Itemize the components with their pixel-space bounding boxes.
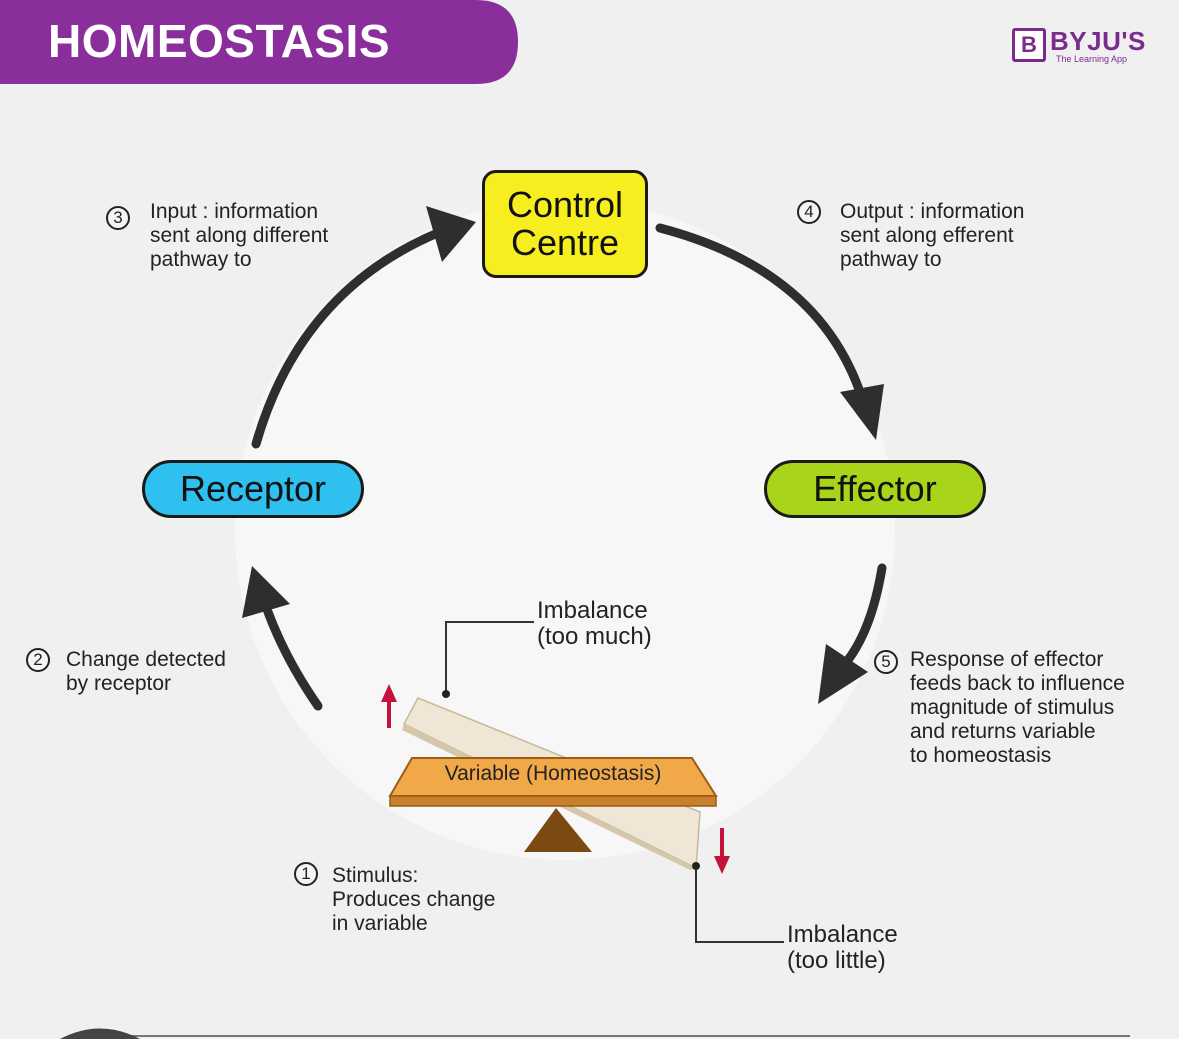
step-5-number: 5 xyxy=(874,650,898,674)
step-4-note: Output : information sent along efferent… xyxy=(840,200,1024,272)
footer-circle-shape xyxy=(60,1028,140,1039)
step-1-number: 1 xyxy=(294,862,318,886)
step-3-number: 3 xyxy=(106,206,130,230)
arrow-output-head xyxy=(840,384,884,440)
step-5-line: and returns variable xyxy=(910,720,1096,743)
step-1-note: Stimulus: Produces change in variable xyxy=(332,864,495,936)
title-banner xyxy=(0,0,518,84)
step-1-line: Produces change xyxy=(332,888,496,911)
receptor-node: Receptor xyxy=(142,460,364,518)
control-centre-label: Control Centre xyxy=(506,184,624,263)
up-arrow-head xyxy=(381,684,397,702)
effector-label: Effector xyxy=(813,468,937,509)
arrow-detect-head xyxy=(242,566,290,618)
page-title: HOMEOSTASIS xyxy=(48,15,391,67)
variable-label: Variable (Homeostasis) xyxy=(444,762,662,785)
step-2-line: Change detected xyxy=(66,648,226,671)
logo-name: BYJU'S xyxy=(1050,26,1146,56)
imbalance-too-much-line: (too much) xyxy=(537,623,652,650)
imbalance-too-little: Imbalance (too little) xyxy=(787,922,898,974)
step-4-line: pathway to xyxy=(840,248,942,271)
step-5-note: Response of effector feeds back to influ… xyxy=(910,648,1125,768)
down-arrow-head xyxy=(714,856,730,874)
background-disc xyxy=(235,200,895,860)
imbalance-too-little-line: Imbalance xyxy=(787,921,898,948)
arrow-response-head xyxy=(818,644,868,704)
step-2-line: by receptor xyxy=(66,672,172,695)
arrow-response xyxy=(843,563,887,665)
step-2-number: 2 xyxy=(26,648,50,672)
step-5-line: magnitude of stimulus xyxy=(910,696,1115,719)
step-2-note: Change detected by receptor xyxy=(66,648,226,696)
step-1-line: Stimulus: xyxy=(332,864,419,887)
step-3-line: sent along different xyxy=(150,224,329,247)
step-4-number: 4 xyxy=(797,200,821,224)
byjus-logo: B BYJU'S The Learning App xyxy=(1012,22,1162,72)
logo-tagline: The Learning App xyxy=(1056,54,1128,64)
control-centre-node: Control Centre xyxy=(482,170,648,278)
arrow-input xyxy=(251,227,445,449)
logo-mark-icon: B xyxy=(1012,28,1046,62)
arrow-output xyxy=(655,223,867,403)
leader-too-much xyxy=(445,621,534,694)
step-3-note: Input : information sent along different… xyxy=(150,200,328,272)
step-5-line: feeds back to influence xyxy=(910,672,1125,695)
level-plank-front xyxy=(389,795,717,807)
receptor-label: Receptor xyxy=(179,468,327,509)
leader-too-little xyxy=(695,866,784,943)
step-1-line: in variable xyxy=(332,912,428,935)
imbalance-too-little-line: (too little) xyxy=(787,947,886,974)
step-4-line: sent along efferent xyxy=(840,224,1014,247)
step-3-line: Input : information xyxy=(150,200,319,223)
imbalance-too-much: Imbalance (too much) xyxy=(537,598,652,650)
step-3-line: pathway to xyxy=(150,248,252,271)
imbalance-too-much-line: Imbalance xyxy=(537,597,648,624)
step-5-line: to homeostasis xyxy=(910,744,1052,767)
fulcrum xyxy=(524,808,592,852)
arrow-input-head xyxy=(426,206,476,262)
step-4-line: Output : information xyxy=(840,200,1025,223)
step-5-line: Response of effector xyxy=(910,648,1104,671)
effector-node: Effector xyxy=(764,460,986,518)
arrow-detect xyxy=(263,607,323,711)
